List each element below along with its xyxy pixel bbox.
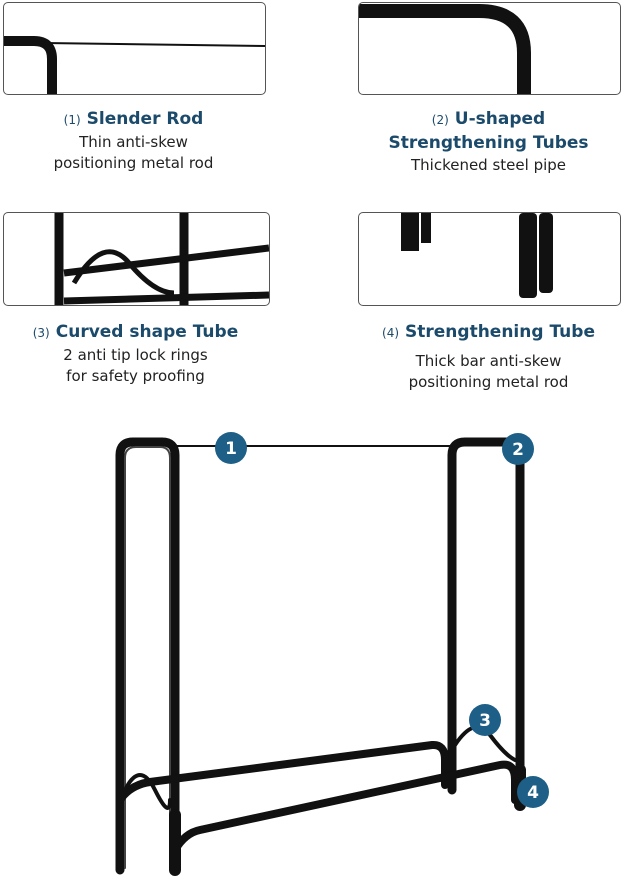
feature-3-caption: (3) Curved shape Tube 2 anti tip lock rin… xyxy=(3,321,268,387)
feature-desc: Thick bar anti-skew xyxy=(415,352,562,370)
feature-title: U-shaped xyxy=(454,109,546,129)
svg-text:4: 4 xyxy=(527,783,539,803)
feature-desc: 2 anti tip lock rings xyxy=(63,346,208,364)
badge-4: 4 xyxy=(517,776,549,808)
detail-slender-rod xyxy=(3,2,266,95)
badge-2: 2 xyxy=(502,433,534,465)
badge-1: 1 xyxy=(215,432,247,464)
feature-title: Slender Rod xyxy=(86,109,204,129)
feature-title: Strengthening Tubes xyxy=(388,133,589,153)
feature-desc: positioning metal rod xyxy=(408,373,569,391)
svg-text:2: 2 xyxy=(512,440,524,460)
feature-number: (2) xyxy=(431,113,449,127)
feature-number: (4) xyxy=(382,326,400,340)
svg-text:1: 1 xyxy=(225,439,237,459)
feature-2-caption: (2) U-shaped Strengthening Tubes Thickene… xyxy=(358,108,619,176)
feature-desc: Thickened steel pipe xyxy=(410,156,567,174)
detail-u-tube xyxy=(358,2,621,95)
feature-desc: Thin anti-skew xyxy=(79,133,188,151)
badge-3: 3 xyxy=(469,704,501,736)
feature-desc: positioning metal rod xyxy=(53,154,214,172)
svg-text:3: 3 xyxy=(479,711,491,731)
detail-curved-tube xyxy=(3,212,270,306)
feature-title: Strengthening Tube xyxy=(405,322,595,342)
feature-4-caption: (4) Strengthening Tube Thick bar anti-ske… xyxy=(358,321,619,393)
feature-desc: for safety proofing xyxy=(66,367,205,385)
feature-1-caption: (1) Slender Rod Thin anti-skew positionin… xyxy=(3,108,264,174)
feature-title: Curved shape Tube xyxy=(55,322,239,342)
feature-number: (1) xyxy=(63,113,81,127)
feature-number: (3) xyxy=(32,326,50,340)
detail-strengthening-tube xyxy=(358,212,621,306)
